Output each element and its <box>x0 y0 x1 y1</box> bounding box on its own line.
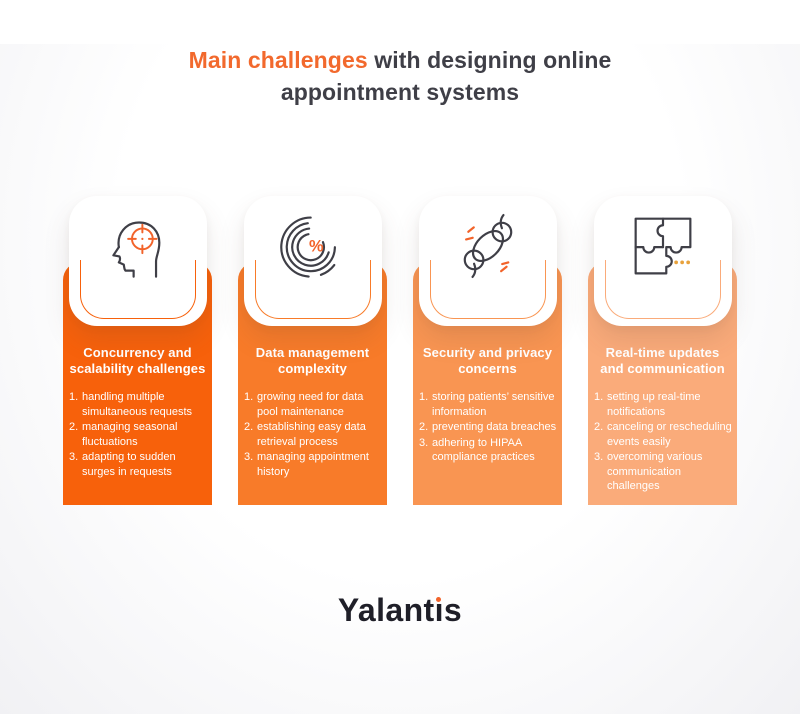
infographic-canvas: Main challenges with designing online ap… <box>0 44 800 714</box>
page-title-highlight: Main challenges <box>188 47 368 73</box>
broken-chain-icon <box>463 213 512 279</box>
card-title: Data management complexity <box>255 345 370 376</box>
list-item: establishing easy data retrieval process <box>244 420 366 448</box>
card-list: growing need for data pool maintenance e… <box>238 390 387 479</box>
tile-outline-decoration <box>604 260 721 319</box>
logo-letter-i: ı <box>434 592 444 628</box>
list-item: preventing data breaches <box>419 420 557 434</box>
card-title: Real-time updates and communication <box>600 345 725 376</box>
logo-text-suffix: s <box>443 592 463 628</box>
svg-text:%: % <box>308 237 323 255</box>
tile-outline-decoration <box>429 260 546 319</box>
page-title-rest: with designing online appointment system… <box>280 47 612 105</box>
puzzle-icon <box>634 217 691 275</box>
percent-arcs-icon: % <box>279 216 341 278</box>
tile-outline-decoration <box>79 260 196 319</box>
list-item: storing patients’ sensitive information <box>419 390 555 418</box>
list-item: managing appointment history <box>244 450 369 478</box>
icon-tile <box>68 196 207 326</box>
page-title: Main challenges with designing online ap… <box>150 44 650 108</box>
icon-tile <box>418 196 557 326</box>
card-list: storing patients’ sensitive information … <box>413 390 562 465</box>
list-item: adhering to HIPAA compliance practices <box>419 436 535 464</box>
challenge-cards-row: Concurrency and scalability challenges h… <box>0 196 800 505</box>
card-list: handling multiple simultaneous requests … <box>63 390 212 479</box>
card-security-privacy: Security and privacy concerns storing pa… <box>413 196 562 505</box>
card-title: Security and privacy concerns <box>422 345 553 376</box>
card-title: Concurrency and scalability challenges <box>69 345 206 376</box>
list-item: growing need for data pool maintenance <box>244 390 364 418</box>
logo-i-dot <box>435 597 441 602</box>
card-concurrency: Concurrency and scalability challenges h… <box>63 196 212 505</box>
list-item: setting up real-time notifications <box>594 390 701 418</box>
card-realtime-updates: Real-time updates and communication sett… <box>588 196 737 505</box>
list-item: overcoming various communication challen… <box>594 450 703 492</box>
head-target-icon <box>111 221 160 278</box>
list-item: handling multiple simultaneous requests <box>69 390 193 418</box>
icon-tile: % <box>243 196 382 326</box>
card-list: setting up real-time notifications cance… <box>588 390 737 494</box>
card-data-management: Data management complexity growing need … <box>238 196 387 505</box>
list-item: adapting to sudden surges in requests <box>69 450 176 478</box>
icon-tile <box>593 196 732 326</box>
list-item: managing seasonal fluctuations <box>69 420 178 448</box>
logo-text-prefix: Yalant <box>337 592 435 628</box>
tile-outline-decoration <box>254 260 371 319</box>
ellipsis-dots <box>673 260 690 265</box>
list-item: canceling or rescheduling events easily <box>594 420 732 448</box>
